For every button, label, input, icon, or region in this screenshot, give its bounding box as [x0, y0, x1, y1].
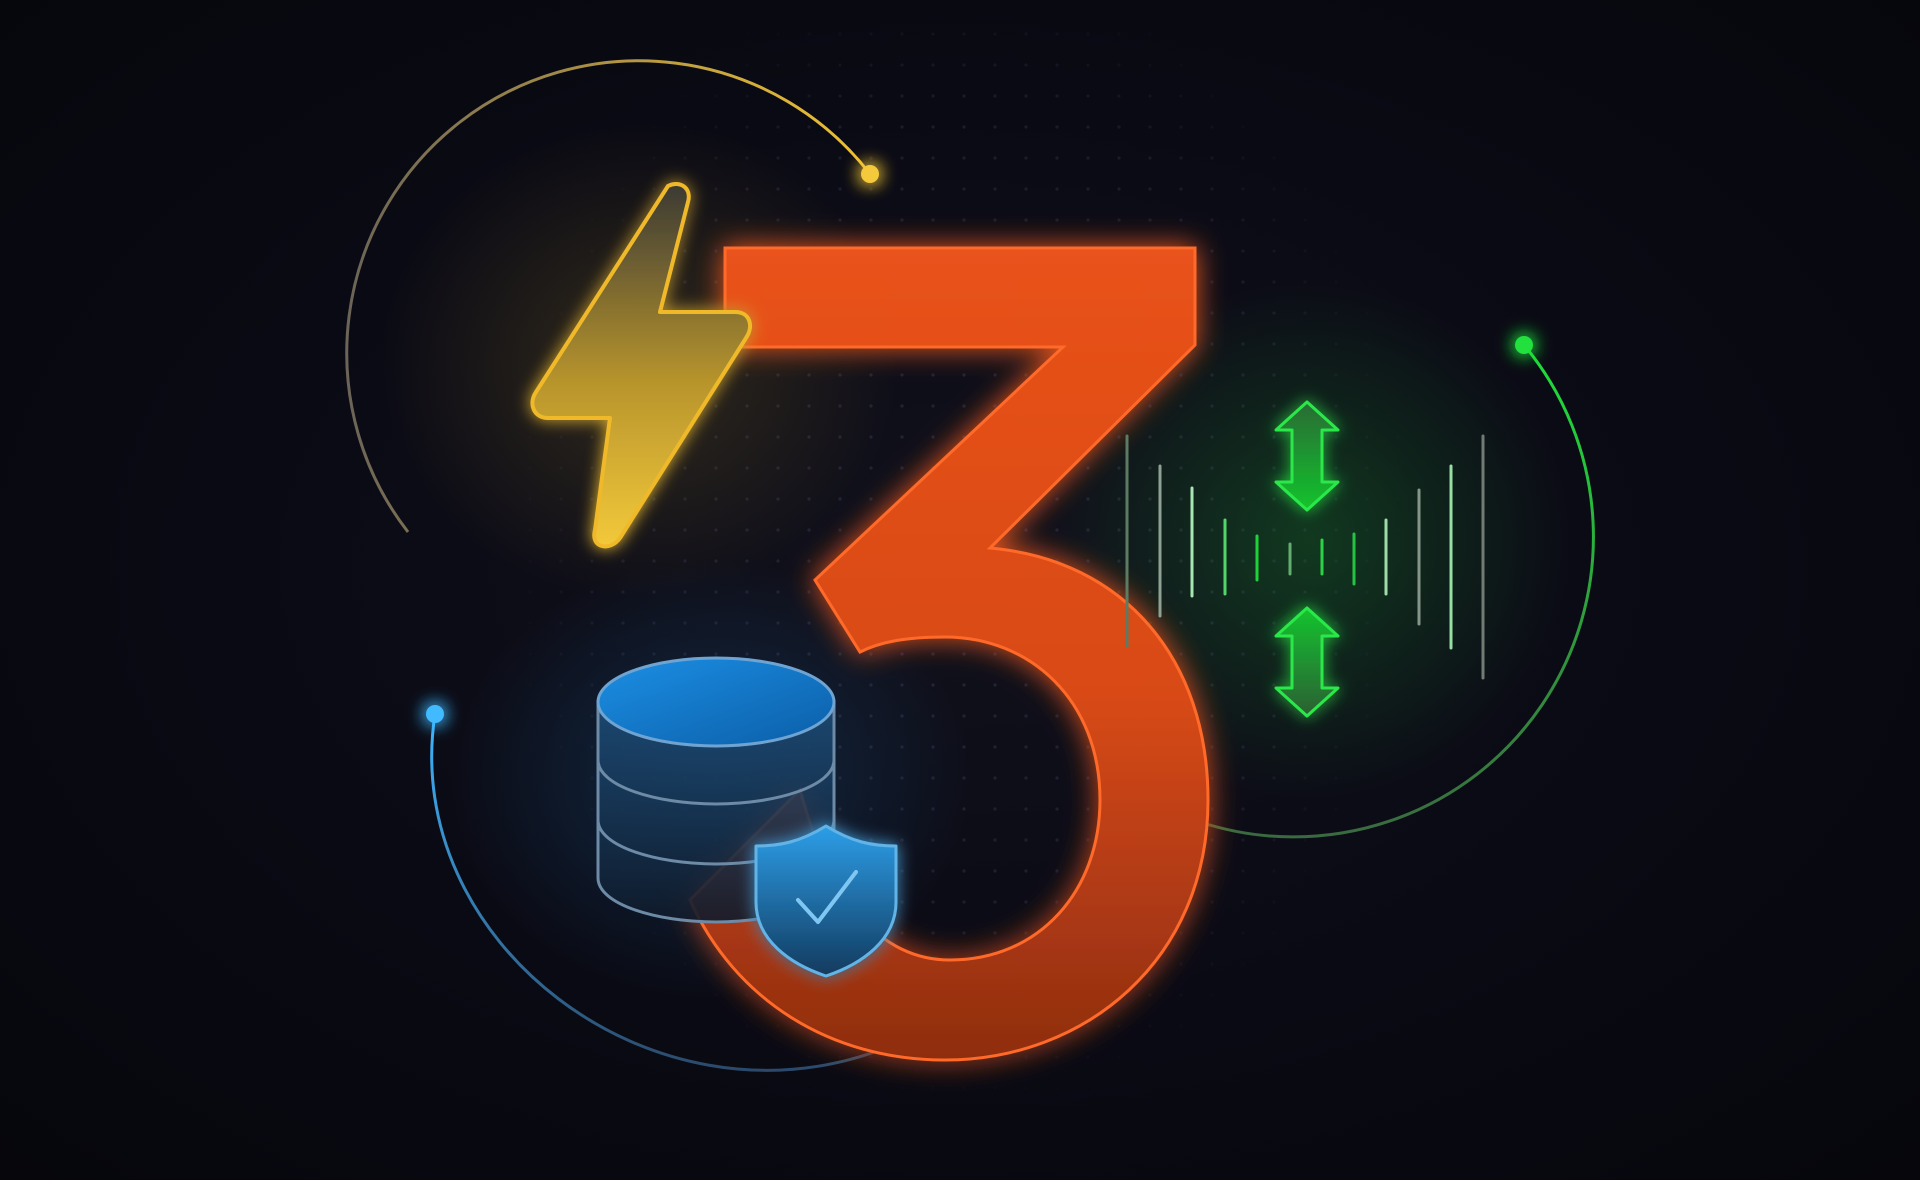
signal-bars-icon — [1125, 434, 1485, 680]
orbit-dot-green — [1515, 336, 1533, 354]
orbit-green — [1199, 344, 1595, 839]
orbit-yellow — [345, 59, 872, 533]
orbit-blue — [430, 713, 881, 1072]
shield-check-icon — [754, 824, 898, 978]
vertical-arrows-icon — [1274, 400, 1340, 718]
orbit-dot-blue — [426, 705, 444, 723]
lightning-bolt-icon — [530, 182, 752, 549]
orbit-dot-yellow — [861, 165, 879, 183]
